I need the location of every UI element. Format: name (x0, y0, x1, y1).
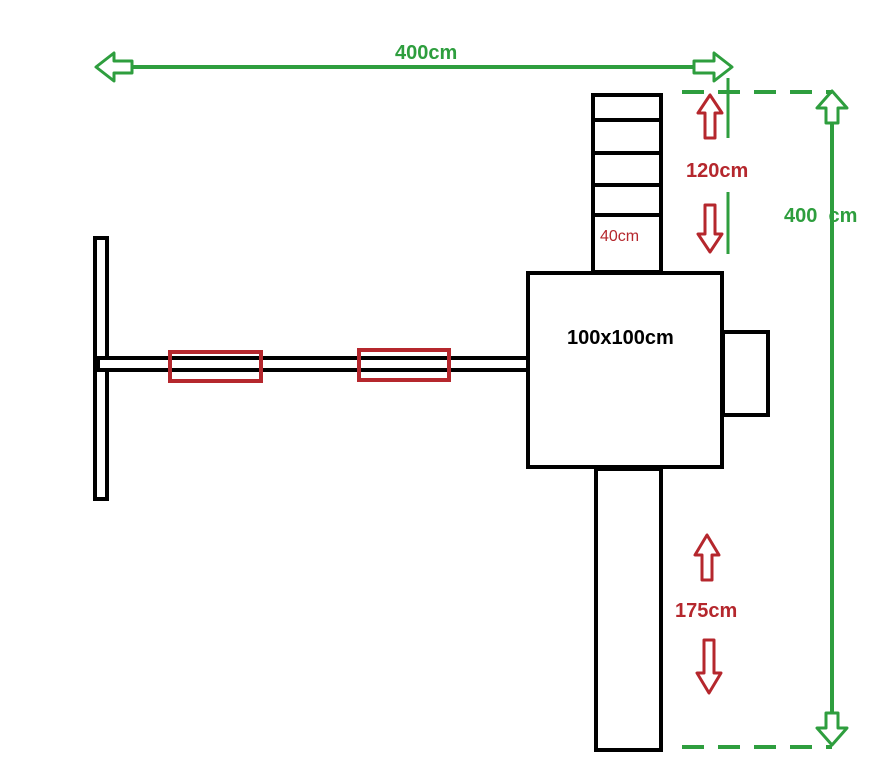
swing-seat (357, 348, 451, 382)
width-label: 400cm (395, 42, 457, 64)
platform: 100x100cm (526, 271, 770, 469)
arrow-up-icon (693, 533, 721, 582)
swing-beam (96, 356, 530, 372)
slide-length-dimension: 175cm (675, 533, 737, 695)
side-box (721, 330, 770, 417)
height-dimension: 400 cm (682, 78, 857, 749)
width-dimension: 400cm (94, 42, 734, 83)
slide-length-label: 175cm (675, 600, 737, 622)
ladder-length-label: 120cm (686, 160, 748, 182)
slide (594, 467, 663, 752)
slide-body (594, 467, 663, 752)
arrow-up-icon (815, 89, 849, 125)
arrow-right-icon (692, 51, 734, 83)
swing-seat (168, 350, 263, 383)
ladder (591, 93, 663, 274)
ladder-width-label: 40cm (600, 228, 639, 245)
platform-square (526, 271, 724, 469)
arrow-down-icon (815, 711, 849, 747)
platform-size-label: 100x100cm (567, 327, 674, 349)
arrow-left-icon (94, 51, 134, 83)
swing-frame (93, 236, 530, 501)
height-label: 400 cm (784, 205, 857, 227)
arrow-up-icon (696, 93, 724, 140)
arrow-down-icon (696, 203, 724, 254)
arrow-down-icon (695, 638, 723, 695)
ladder-length-dimension: 120cm (686, 93, 748, 254)
